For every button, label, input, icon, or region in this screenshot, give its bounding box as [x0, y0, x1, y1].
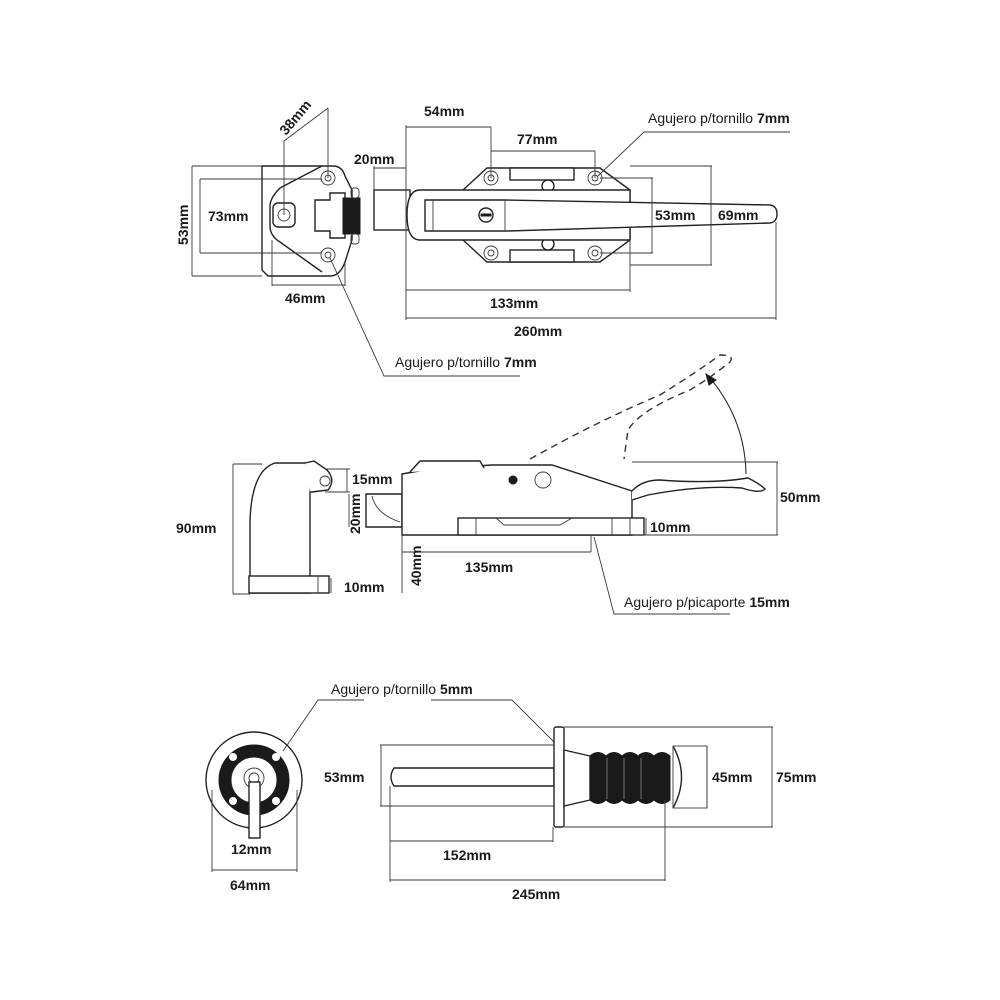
- dim-20-side: 20mm: [347, 494, 363, 534]
- callout-leader-flange: [431, 699, 556, 744]
- dim-40: 40mm: [408, 546, 424, 586]
- key-hole: [508, 475, 518, 485]
- rotation-arrowhead: [705, 372, 717, 386]
- dim-38: 38mm: [276, 97, 314, 138]
- roller-cage: [314, 192, 346, 239]
- callout-latch-screw: Agujero p/tornillo 7mm: [648, 110, 790, 126]
- release-bellows: [589, 752, 671, 804]
- dim-15: 15mm: [352, 471, 392, 487]
- latch-top-view: 20mm 54mm 77mm 53mm 69mm 133mm 260mm Agu…: [354, 103, 790, 339]
- dim-75: 75mm: [776, 769, 816, 785]
- handle-lever: [424, 199, 778, 232]
- dim-53-strike: 53mm: [175, 205, 191, 245]
- dim-53-release: 53mm: [324, 769, 364, 785]
- dim-53-latch: 53mm: [655, 207, 695, 223]
- dim-46: 46mm: [285, 290, 325, 306]
- callout-leader-end: [282, 699, 364, 752]
- callout-picaporte: Agujero p/picaporte 15mm: [624, 594, 790, 610]
- dim-152: 152mm: [443, 847, 491, 863]
- dim-77: 77mm: [517, 131, 557, 147]
- side-view: 90mm 15mm 20mm 10mm 50mm 10mm: [176, 354, 820, 615]
- dim-50: 50mm: [780, 489, 820, 505]
- dim-90: 90mm: [176, 520, 216, 536]
- strike-side-roller: [319, 475, 331, 487]
- release-view: 64mm 12mm Agujero p/tornillo 5mm 53mm 45…: [205, 681, 816, 902]
- latch-side-mount-plate: [457, 517, 645, 536]
- dim-10-plate: 10mm: [650, 519, 690, 535]
- end-screw-hole: [229, 797, 237, 805]
- pin-hole: [534, 471, 552, 489]
- dim-20-top: 20mm: [354, 151, 394, 167]
- latch-side-top-cap: [409, 460, 485, 473]
- release-rod-end: [248, 781, 261, 839]
- end-screw-hole: [272, 753, 280, 761]
- latch-side-bolt: [365, 493, 403, 528]
- roller: [342, 197, 361, 235]
- end-screw-hole: [229, 753, 237, 761]
- callout-leader-latch: [597, 131, 790, 177]
- callout-release-screw: Agujero p/tornillo 5mm: [331, 681, 473, 697]
- screw-hole-bottom: [320, 247, 336, 263]
- callout-leader-strike: [329, 257, 520, 377]
- strike-body: [269, 165, 323, 273]
- dim-69: 69mm: [718, 207, 758, 223]
- latch-screw-hole: [483, 245, 499, 261]
- handle-open-position: [529, 354, 732, 460]
- callout-strike-screw: Agujero p/tornillo 7mm: [395, 354, 537, 370]
- rotation-arrow: [709, 377, 747, 475]
- release-rod: [390, 767, 555, 787]
- strike-side-body: [249, 462, 311, 594]
- dim-260: 260mm: [514, 323, 562, 339]
- dim-12: 12mm: [231, 841, 271, 857]
- latch-bolt: [373, 189, 411, 231]
- release-cone: [563, 749, 591, 807]
- dim-64: 64mm: [230, 877, 270, 893]
- release-knob-face: [672, 745, 683, 809]
- strike-side-base: [248, 575, 330, 594]
- dim-245: 245mm: [512, 886, 560, 902]
- dim-135: 135mm: [465, 559, 513, 575]
- dim-10-base: 10mm: [344, 579, 384, 595]
- dim-54: 54mm: [424, 103, 464, 119]
- dim-45: 45mm: [712, 769, 752, 785]
- dim-line-38: [283, 107, 329, 142]
- callout-leader-picaporte: [593, 536, 730, 615]
- end-screw-hole: [272, 797, 280, 805]
- latch-side-handle: [631, 477, 766, 501]
- dim-133: 133mm: [490, 295, 538, 311]
- release-flange: [553, 726, 565, 828]
- dim-73: 73mm: [208, 208, 248, 224]
